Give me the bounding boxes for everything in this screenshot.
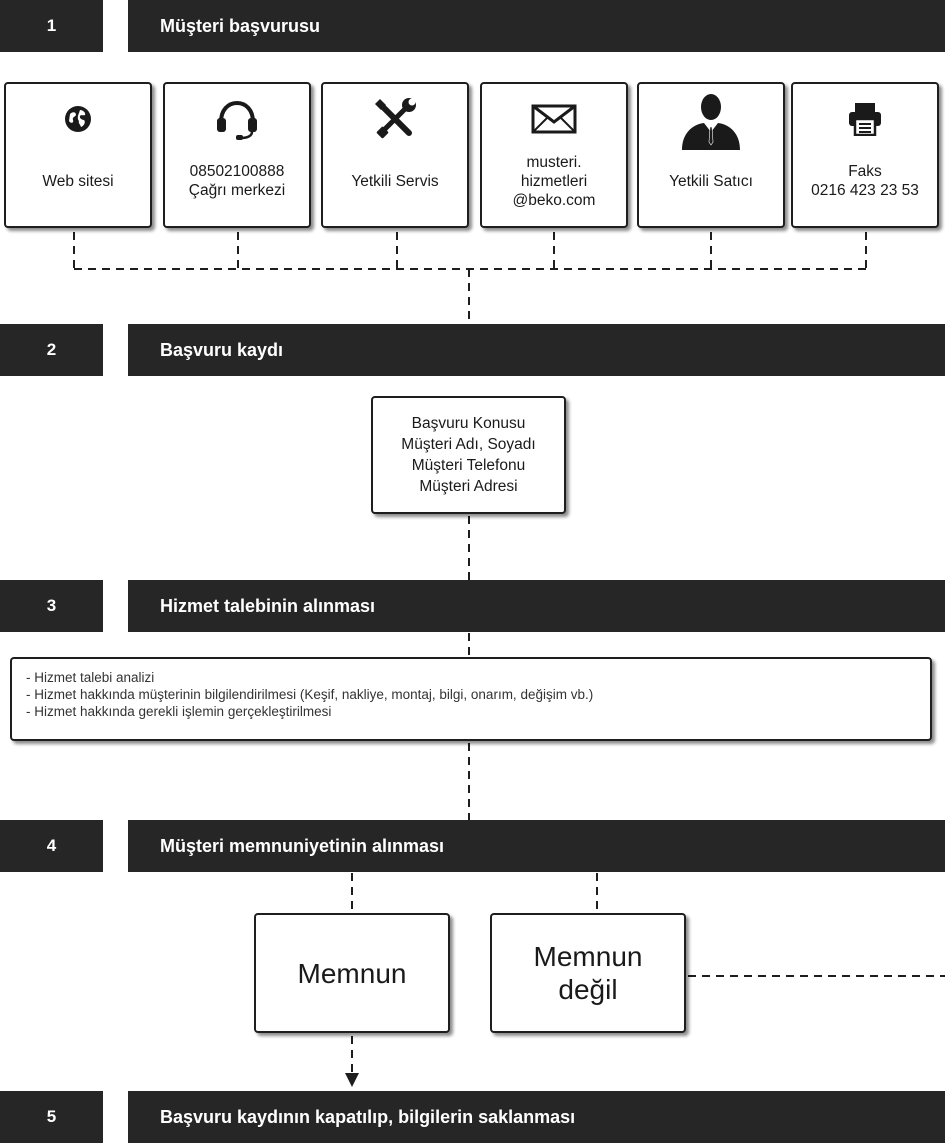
email-line-2: hizmetleri <box>520 172 588 190</box>
satisfied-label: Memnun <box>297 957 407 989</box>
tools-icon <box>323 94 467 144</box>
channel-email: musteri. hizmetleri @beko.com <box>480 82 628 228</box>
step-3-title: Hizmet talebinin alınması <box>128 580 945 632</box>
step-4-title: Müşteri memnuniyetinin alınması <box>128 820 945 872</box>
step-1-number: 1 <box>0 0 103 52</box>
registration-line: Başvuru Konusu <box>411 415 526 432</box>
channel-label: Çağrı merkezi <box>188 182 286 199</box>
step-5-number: 5 <box>0 1091 103 1143</box>
channel-phone: 0216 423 23 53 <box>811 182 919 199</box>
service-line: - Hizmet hakkında gerekli işlemin gerçek… <box>26 704 332 719</box>
step-1-title: Müşteri başvurusu <box>128 0 945 52</box>
channel-dealer: Yetkili Satıcı <box>637 82 785 228</box>
email-line-1: musteri. <box>526 153 582 171</box>
registration-box: Başvuru Konusu Müşteri Adı, Soyadı Müşte… <box>371 396 566 514</box>
headset-icon <box>165 94 309 144</box>
channel-label: Web sitesi <box>42 172 114 190</box>
step-5-title: Başvuru kaydının kapatılıp, bilgilerin s… <box>128 1091 945 1143</box>
channel-fax: Faks 0216 423 23 53 <box>791 82 939 228</box>
service-line: - Hizmet hakkında müşterinin bilgilendir… <box>26 687 594 702</box>
registration-line: Müşteri Adı, Soyadı <box>401 436 536 453</box>
service-line: - Hizmet talebi analizi <box>26 670 155 685</box>
channel-call-center: 08502100888 Çağrı merkezi <box>163 82 311 228</box>
globe-icon <box>6 94 150 144</box>
not-satisfied-label: Memnun <box>533 941 643 972</box>
channel-label: Faks <box>848 163 882 180</box>
registration-line: Müşteri Telefonu <box>411 457 526 474</box>
step-2-number: 2 <box>0 324 103 376</box>
not-satisfied-label: değil <box>558 974 618 1005</box>
registration-line: Müşteri Adresi <box>419 478 518 495</box>
step-4-number: 4 <box>0 820 103 872</box>
step-3-number: 3 <box>0 580 103 632</box>
channel-web-site: Web sitesi <box>4 82 152 228</box>
satisfied-box: Memnun <box>254 913 450 1033</box>
channel-phone: 08502100888 <box>189 163 285 180</box>
fax-icon <box>793 94 937 144</box>
email-line-3: @beko.com <box>512 191 596 209</box>
channel-label: Yetkili Servis <box>351 172 439 190</box>
person-icon <box>639 92 783 150</box>
channel-label: Yetkili Satıcı <box>669 172 753 190</box>
service-request-box: - Hizmet talebi analizi - Hizmet hakkınd… <box>10 657 932 741</box>
envelope-icon <box>482 94 626 144</box>
not-satisfied-box: Memnun değil <box>490 913 686 1033</box>
channel-authorized-service: Yetkili Servis <box>321 82 469 228</box>
step-2-title: Başvuru kaydı <box>128 324 945 376</box>
